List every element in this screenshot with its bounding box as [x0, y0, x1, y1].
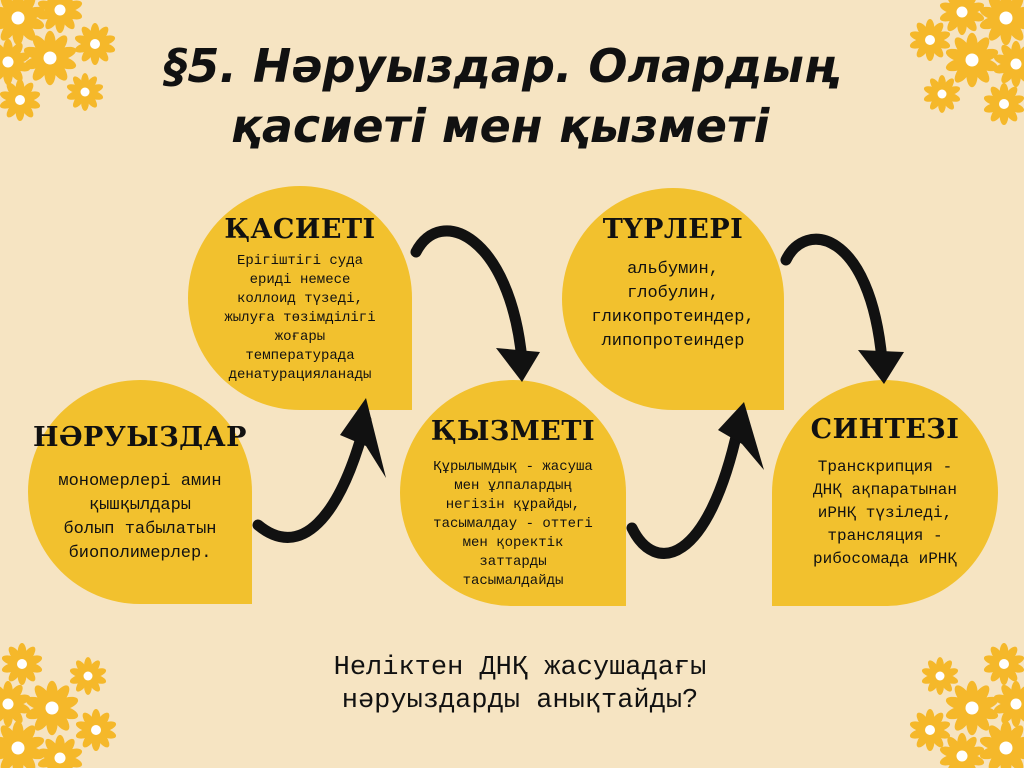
flower-icon	[1, 643, 43, 685]
flower-icon	[75, 709, 117, 751]
page-title: §5. Нәруыздар. Олардың қасиеті мен қызме…	[164, 39, 836, 153]
flower-icon	[37, 0, 83, 34]
text-kasieti: Ерігіштігі суда ериді немесе коллоид түз…	[224, 253, 376, 383]
heading-naruyzdar: НӘРУЫЗДАР	[33, 422, 247, 453]
bubble-turleri	[562, 188, 784, 410]
flower-icon	[66, 73, 104, 111]
flower-icon	[939, 732, 985, 768]
arrow-turleri-to-sintezi	[780, 233, 888, 366]
arrow-naruyzdar-to-kasieti	[252, 414, 372, 543]
heading-sintezi: СИНТЕЗІ	[810, 414, 960, 445]
arrow-kasieti-to-kyzmeti	[410, 225, 528, 366]
flower-icon	[979, 0, 1024, 46]
flower-icon	[993, 40, 1024, 88]
flower-icon	[909, 709, 951, 751]
flower-icon	[983, 83, 1024, 125]
flower-icon	[993, 680, 1024, 728]
flower-icon	[74, 23, 116, 65]
flower-icon	[945, 32, 999, 88]
flower-icon	[0, 79, 41, 121]
flower-icon	[921, 657, 959, 695]
text-sintezi: Транскрипция - ДНҚ ақпаратынан иРНҚ түзі…	[812, 458, 958, 568]
flower-icon	[37, 734, 83, 768]
arrowhead-3	[718, 402, 764, 470]
flower-icon	[983, 643, 1024, 685]
bubble-kyzmeti	[400, 380, 626, 606]
flower-icon	[909, 19, 951, 61]
flower-icon	[0, 720, 45, 768]
flower-icon	[23, 30, 77, 86]
flower-icon	[0, 0, 45, 46]
text-naruyzdar: мономерлері амин қышқылдары болып табыла…	[58, 472, 222, 563]
flower-icon	[69, 657, 107, 695]
flower-icon	[0, 38, 31, 86]
flower-icon	[939, 0, 985, 36]
bubble-naruyzdar	[28, 380, 252, 604]
text-turleri: альбумин, глобулин, гликопротеиндер, лип…	[591, 260, 755, 351]
heading-turleri: ТҮРЛЕРІ	[602, 214, 744, 245]
arrowhead-2	[496, 348, 540, 382]
text-kyzmeti: Құрылымдық - жасуша мен ұлпалардың негіз…	[433, 459, 593, 589]
question-text: Неліктен ДНҚ жасушадағы нәруыздарды анық…	[333, 653, 707, 716]
flower-icon	[945, 680, 999, 736]
arrowhead-1	[340, 398, 386, 478]
flower-icon	[923, 75, 961, 113]
flower-icon	[25, 680, 79, 736]
heading-kyzmeti: ҚЫЗМЕТІ	[430, 416, 596, 447]
flower-icon	[0, 680, 31, 728]
bubble-sintezi	[772, 380, 998, 606]
bubble-kasieti	[188, 186, 412, 410]
heading-kasieti: ҚАСИЕТІ	[224, 214, 376, 245]
arrow-kyzmeti-to-turleri	[626, 422, 744, 559]
flower-icon	[979, 720, 1024, 768]
arrowhead-4	[858, 350, 904, 384]
